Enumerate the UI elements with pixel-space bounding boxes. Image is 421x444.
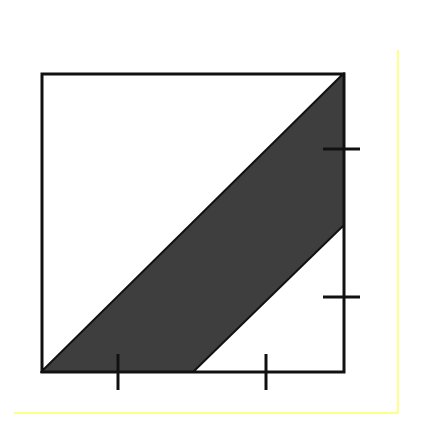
outer-square	[40, 72, 346, 374]
